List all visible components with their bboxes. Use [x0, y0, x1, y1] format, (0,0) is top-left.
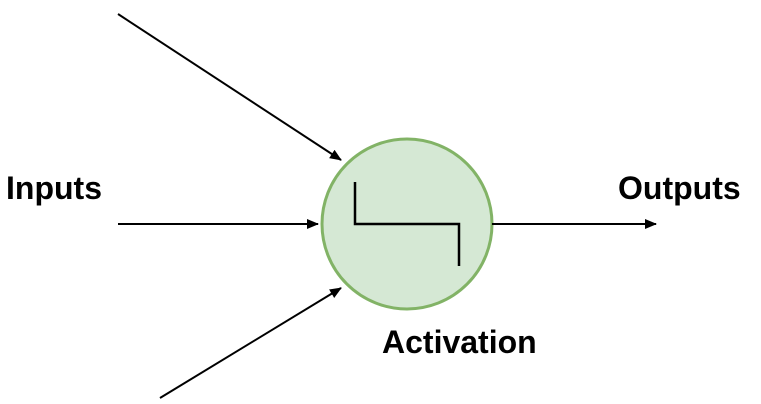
step-function-icon	[353, 182, 461, 266]
outputs-label: Outputs	[618, 170, 741, 206]
input-arrow-top	[117, 13, 342, 161]
inputs-label: Inputs	[6, 170, 102, 206]
activation-label: Activation	[382, 324, 537, 360]
input-arrow-bottom	[159, 287, 342, 399]
